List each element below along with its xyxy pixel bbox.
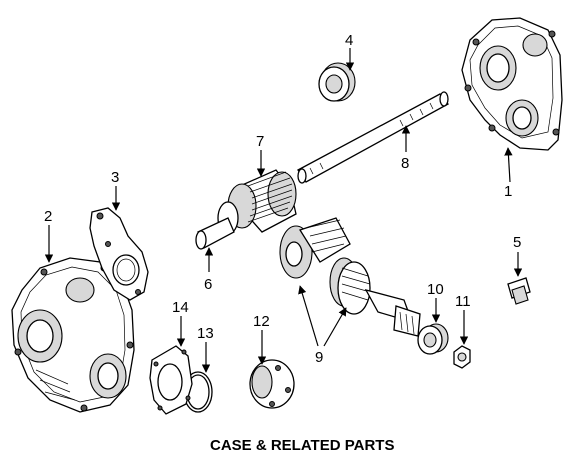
callout-1: 1 xyxy=(504,183,512,200)
leader-lines xyxy=(44,48,523,373)
callout-13: 13 xyxy=(197,325,214,342)
callout-2: 2 xyxy=(44,208,52,225)
callout-5: 5 xyxy=(513,234,521,251)
part-8-shaft xyxy=(297,91,449,184)
callout-11: 11 xyxy=(455,293,471,310)
part-1-case-cover xyxy=(461,17,563,151)
part-3-plate xyxy=(89,207,149,301)
callout-10: 10 xyxy=(427,281,444,298)
callout-12: 12 xyxy=(253,313,270,330)
leader-1 xyxy=(504,147,513,183)
callout-8: 8 xyxy=(401,155,409,172)
callout-14: 14 xyxy=(172,299,189,316)
part-14-gasket xyxy=(149,345,193,415)
part-11-nut xyxy=(453,345,471,369)
callout-4: 4 xyxy=(345,32,353,49)
part-5-plug xyxy=(507,277,531,305)
callout-3: 3 xyxy=(111,169,119,186)
callout-9: 9 xyxy=(315,349,323,366)
part-9-gear-set xyxy=(279,217,421,337)
leader-9a xyxy=(298,285,319,347)
part-4-seal xyxy=(318,62,356,102)
part-6-stub-shaft xyxy=(195,217,235,250)
part-10-bearing xyxy=(417,323,449,355)
callout-numbers: 1 2 3 4 5 6 7 8 9 10 11 12 13 14 xyxy=(44,32,521,366)
leader-9b xyxy=(323,307,347,347)
part-2-case-housing xyxy=(11,257,135,413)
part-12-flange xyxy=(249,359,295,409)
callout-7: 7 xyxy=(256,133,264,150)
callout-6: 6 xyxy=(204,276,212,293)
diagram-caption: CASE & RELATED PARTS xyxy=(210,437,394,454)
